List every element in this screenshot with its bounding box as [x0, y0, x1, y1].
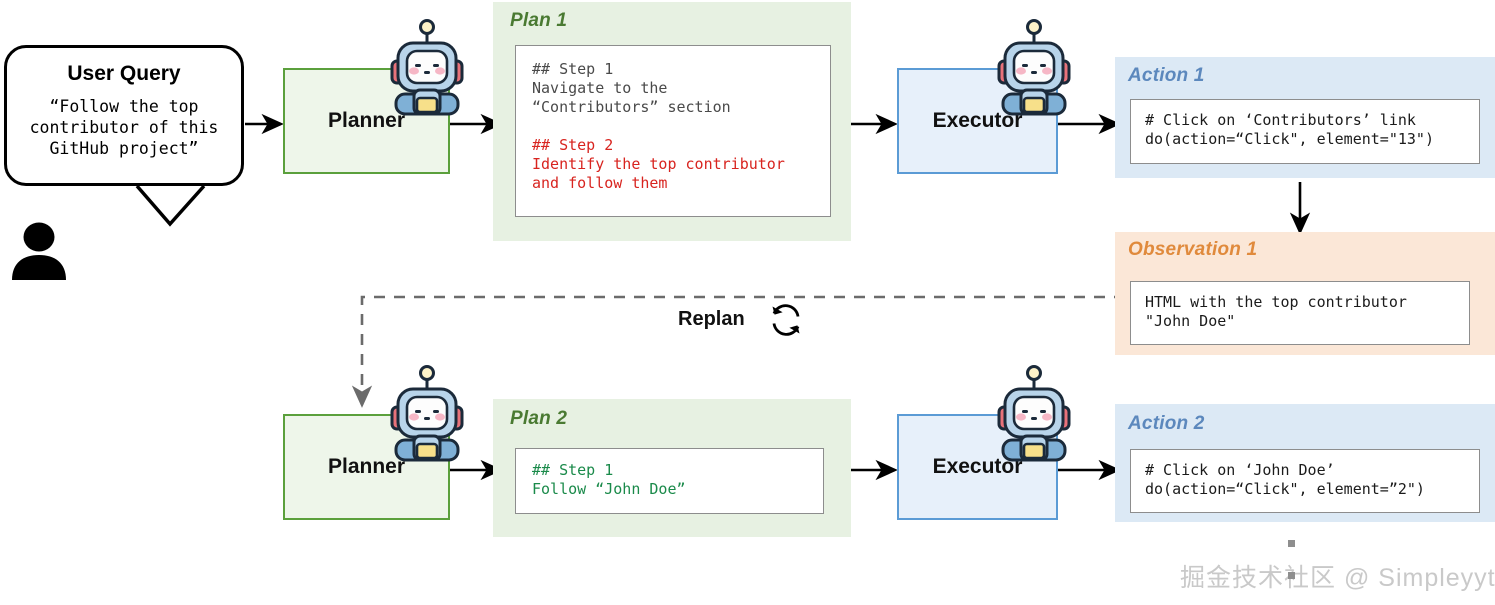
plan2-step1-body: Follow “John Doe”	[532, 480, 686, 498]
action2-card: # Click on ‘John Doe’ do(action=“Click",…	[1130, 449, 1480, 513]
replan-label: Replan	[678, 308, 745, 330]
action1-call: do(action=“Click", element="13")	[1145, 130, 1434, 148]
refresh-circular-arrow-icon	[772, 304, 800, 336]
plan2-card: ## Step 1 Follow “John Doe”	[515, 448, 824, 514]
planner-label: Planner	[327, 109, 406, 132]
observation1-text: HTML with the top contributor "John Doe"	[1145, 293, 1407, 330]
robot-icon	[390, 365, 464, 462]
arrow-replan-dashed	[351, 295, 1125, 408]
plan1-step2-heading: ## Step 2	[532, 136, 614, 154]
observation1-card: HTML with the top contributor "John Doe"	[1130, 281, 1470, 345]
plan1-title: Plan 1	[510, 10, 568, 31]
watermark-dot	[1288, 540, 1295, 547]
robot-icon	[997, 365, 1071, 462]
plan1-step2-body: Identify the top contributor and follow …	[532, 155, 785, 192]
executor-label: Executor	[932, 109, 1023, 132]
action1-title: Action 1	[1128, 65, 1205, 86]
user-query-bubble: User Query “Follow the top contributor o…	[4, 45, 244, 186]
plan1-step1-heading: ## Step 1	[532, 60, 614, 78]
action2-call: do(action=“Click", element=”2")	[1145, 480, 1425, 498]
robot-icon	[997, 19, 1071, 116]
plan2-step1-heading: ## Step 1	[532, 461, 614, 479]
action2-title: Action 2	[1128, 413, 1205, 434]
executor-label: Executor	[932, 455, 1023, 478]
watermark-text: 掘金技术社区 @ Simpleyyt	[1180, 564, 1495, 592]
action2-comment: # Click on ‘John Doe’	[1145, 461, 1335, 479]
watermark-dot	[1288, 572, 1295, 579]
person-icon	[12, 222, 66, 280]
plan1-card: ## Step 1 Navigate to the “Contributors”…	[515, 45, 831, 217]
plan1-step1-body: Navigate to the “Contributors” section	[532, 79, 731, 116]
user-query-title: User Query	[67, 62, 181, 85]
observation1-title: Observation 1	[1128, 239, 1258, 260]
action1-card: # Click on ‘Contributors’ link do(action…	[1130, 99, 1480, 164]
planner-label: Planner	[327, 455, 406, 478]
robot-icon	[390, 19, 464, 116]
plan2-title: Plan 2	[510, 408, 568, 429]
action1-comment: # Click on ‘Contributors’ link	[1145, 111, 1416, 129]
user-query-text: “Follow the top contributor of this GitH…	[29, 97, 219, 158]
